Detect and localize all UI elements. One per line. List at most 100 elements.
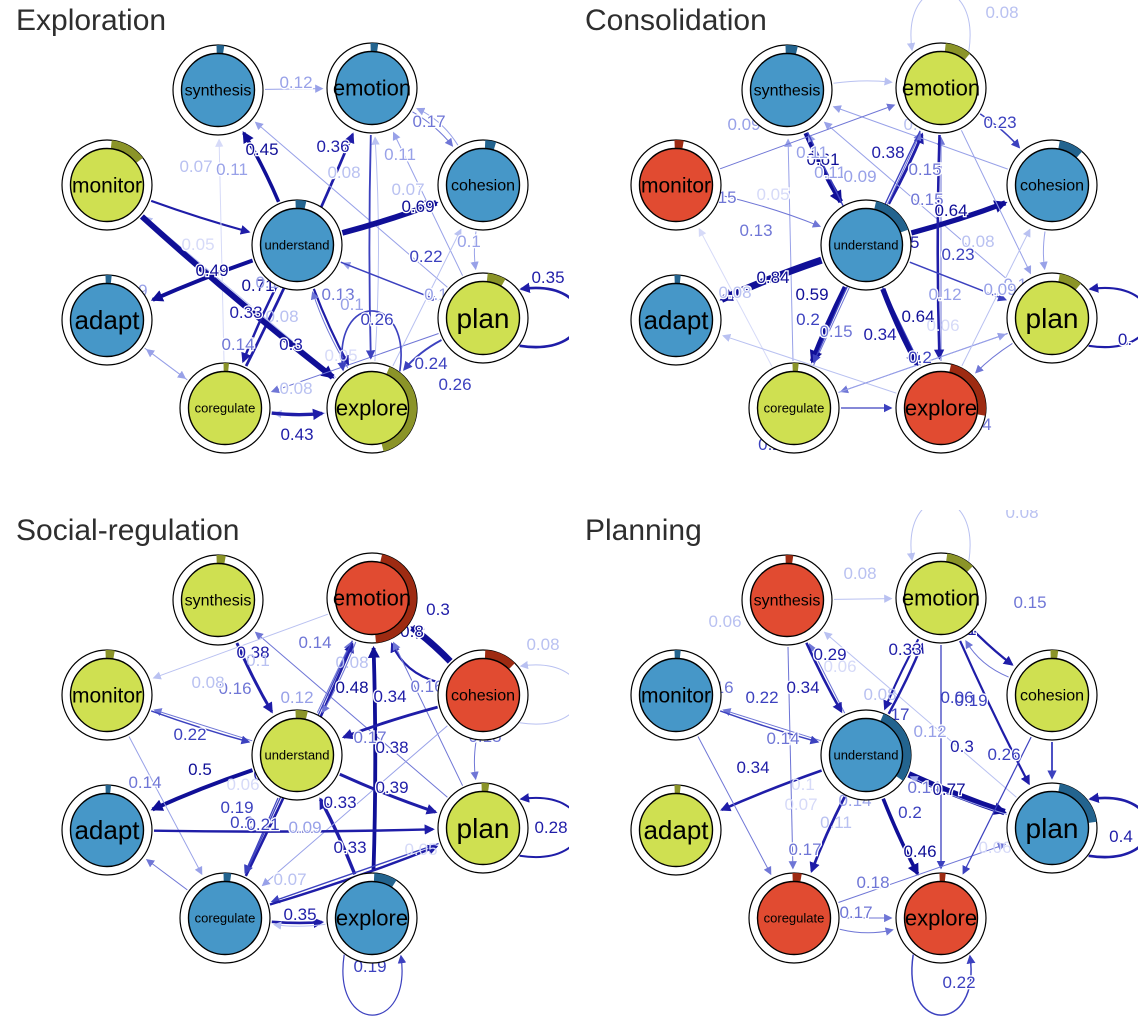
self-loop-explore — [911, 954, 976, 1016]
edge-weight-label: 0.64 — [901, 307, 934, 326]
edge-weight-label: 0.11 — [814, 163, 846, 182]
edge-weight-label: 0.22 — [409, 247, 442, 266]
node-circle — [749, 562, 825, 638]
node-label-plan: plan — [1026, 813, 1079, 844]
edge-weight-label: 0.14 — [766, 729, 799, 748]
edge-weight-label: 0.12 — [928, 285, 961, 304]
panel-consolidation: Consolidation 0.070.090.610.380.110.110.… — [569, 0, 1138, 510]
edge-coregulate-plan — [838, 842, 1007, 903]
edge-weight-label: 0.18 — [856, 873, 889, 892]
edge-understand-explore — [880, 287, 920, 367]
edge-weight-label-partial: 17 — [891, 705, 910, 724]
edge-cohesion-emotion — [410, 625, 453, 664]
edge-weight-label: 0.05 — [181, 235, 214, 254]
node-adapt: adapt — [630, 274, 722, 366]
node-understand: understand — [820, 199, 912, 291]
node-label-explore: explore — [905, 396, 977, 421]
edge-cohesion-plan — [470, 231, 479, 271]
edge-weight-label-partial: 0.08 — [335, 653, 368, 672]
edge-monitor-understand — [150, 710, 251, 745]
node-emotion: emotion — [326, 42, 418, 134]
node-circle — [638, 282, 714, 358]
node-explore: explore — [326, 872, 418, 964]
edge-understand-cohesion — [341, 200, 439, 236]
node-synthesis: synthesis — [172, 44, 264, 136]
edges-layer — [697, 510, 1138, 1016]
edge-weight-label: 0.08 — [191, 673, 224, 692]
node-label-emotion: emotion — [333, 586, 411, 611]
node-label-coregulate: coregulate — [195, 911, 256, 926]
node-circle — [828, 717, 904, 793]
edge-understand-explore — [881, 798, 920, 876]
node-emotion: emotion — [895, 42, 987, 134]
edge-synthesis-understand — [235, 642, 274, 714]
node-circle — [756, 880, 832, 956]
edge-weight-label-partial: 0.06 — [226, 775, 259, 794]
node-circle — [334, 560, 410, 636]
edge-weight-label-partial: 0.1 — [246, 651, 270, 670]
edge-understand-plan — [907, 771, 1007, 816]
edge-weight-label: 0.2 — [898, 803, 922, 822]
node-adapt: adapt — [61, 274, 153, 366]
self-loop-emotion — [906, 510, 971, 562]
edge-understand-adapt — [719, 256, 823, 303]
node-circle — [903, 50, 979, 126]
edges-layer — [139, 84, 569, 421]
edge-weight-label: 0.13 — [739, 221, 772, 240]
node-circle — [445, 280, 521, 356]
panel-title: Social-regulation — [16, 514, 240, 547]
edge-weight-label: 0.07 — [179, 157, 212, 176]
edge-weight-label: 0.26 — [987, 745, 1020, 764]
node-ring-segment — [216, 554, 226, 564]
node-plan: plan — [437, 782, 529, 874]
node-ring-segment — [874, 201, 909, 233]
node-circle — [69, 147, 145, 223]
self-loop-weight-label: 0.24 — [414, 354, 447, 373]
edge-adapt-coregulate — [144, 347, 187, 379]
edge-weight-label: 0.23 — [941, 245, 974, 264]
node-explore: explore — [326, 362, 418, 454]
edge-plan-understand — [909, 776, 1008, 815]
edge-emotion-explore — [933, 134, 945, 360]
node-circle — [749, 52, 825, 128]
node-monitor: monitor — [630, 139, 722, 231]
edge-plan-coregulate — [270, 333, 439, 394]
edge-monitor-explore — [139, 214, 335, 380]
edge-monitor-coregulate — [128, 736, 203, 876]
edge-weight-label: 0.15 — [819, 322, 852, 341]
node-circle — [903, 370, 979, 446]
node-label-coregulate: coregulate — [195, 401, 256, 416]
edge-cohesion-plan — [1039, 231, 1048, 271]
edge-weight-label-partial: 0.07 — [784, 795, 817, 814]
edge-weight-label: 0.09 — [843, 167, 876, 186]
edge-explore-coregulate — [273, 921, 326, 930]
edge-weight-label: 0.23 — [983, 113, 1016, 132]
edge-weight-label: 0.34 — [736, 758, 769, 777]
self-loop-plan — [1088, 283, 1138, 349]
edge-weight-label: 0.17 — [788, 840, 821, 859]
node-label-synthesis: synthesis — [185, 593, 252, 610]
panel-social-regulation: Social-regulation 0.150.380.140.480.340.… — [0, 510, 569, 1020]
node-ring-segment — [295, 199, 307, 209]
node-label-monitor: monitor — [641, 684, 711, 707]
edge-understand-adapt — [720, 769, 823, 812]
edge-weight-label-partial: 0.06 — [926, 316, 959, 335]
edge-cohesion-plan — [470, 741, 479, 781]
edge-weight-label: 0.09 — [288, 818, 321, 837]
edge-weight-label-partial: 0.05 — [404, 840, 437, 859]
edge-understand-coregulate — [241, 286, 278, 364]
node-circle — [259, 207, 335, 283]
node-coregulate: coregulate — [748, 872, 840, 964]
edge-weight-label: 0.12 — [279, 73, 312, 92]
edge-plan-coregulate — [270, 842, 439, 904]
edge-plan-synthesis — [254, 631, 448, 798]
edge-weight-label: 0.19 — [954, 691, 987, 710]
node-circle — [903, 560, 979, 636]
node-plan: plan — [437, 272, 529, 364]
node-circle — [756, 370, 832, 446]
self-loop-plan — [1088, 792, 1138, 859]
